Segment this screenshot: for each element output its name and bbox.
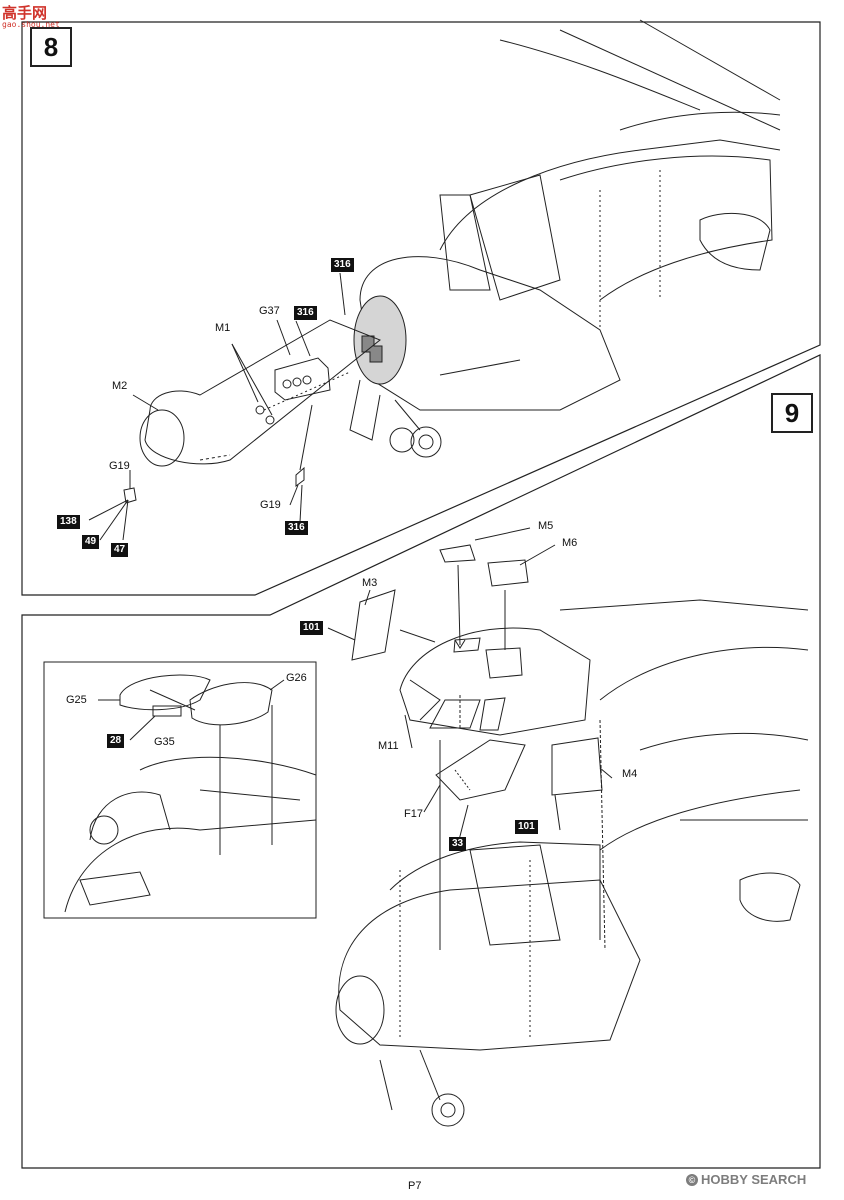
hobby-search-text: HOBBY SEARCH [701, 1172, 807, 1187]
copyright-mark: © [686, 1174, 698, 1186]
part-label-m4: M4 [622, 768, 638, 780]
watermark-sub: gao.shou.net [2, 20, 60, 29]
part-code-101-bottom: 101 [515, 820, 538, 834]
step8-parts [123, 319, 381, 504]
part-label-g19-left: G19 [109, 460, 130, 472]
part-code-101-top: 101 [300, 621, 323, 635]
part-code-33: 33 [449, 837, 467, 851]
hobby-search-watermark: ©HOBBY SEARCH [686, 1172, 806, 1187]
part-label-g35: G35 [154, 736, 175, 748]
part-code-316-top: 316 [331, 258, 354, 272]
part-label-f17: F17 [404, 808, 423, 820]
part-code-316-mid: 316 [294, 306, 317, 320]
inset-box [43, 661, 317, 919]
watermark-logo: 高手网 [2, 4, 48, 22]
part-label-m3: M3 [362, 577, 378, 589]
part-code-47: 47 [111, 543, 129, 557]
step-9-number: 9 [771, 393, 813, 433]
step9-frame [21, 354, 821, 1169]
part-code-28: 28 [107, 734, 125, 748]
step9-helicopter [335, 599, 809, 1127]
part-label-g25: G25 [66, 694, 87, 706]
part-label-m1: M1 [215, 322, 231, 334]
part-label-g19-right: G19 [260, 499, 281, 511]
part-label-m11: M11 [378, 740, 399, 752]
step8-helicopter [349, 19, 781, 458]
step-8-number: 8 [30, 27, 72, 67]
part-code-138: 138 [57, 515, 80, 529]
page-number: P7 [408, 1180, 422, 1192]
step9-leaders [98, 527, 613, 841]
step8-frame [21, 21, 821, 596]
step8-leaders [88, 272, 346, 541]
part-code-316-bottom: 316 [285, 521, 308, 535]
part-label-m6: M6 [562, 537, 578, 549]
part-label-g26: G26 [286, 672, 307, 684]
part-code-49: 49 [82, 535, 100, 549]
canopy-assembly [351, 544, 603, 801]
part-label-m5: M5 [538, 520, 554, 532]
part-label-g37: G37 [259, 305, 280, 317]
step9-arrows [149, 564, 606, 951]
part-label-m2: M2 [112, 380, 128, 392]
